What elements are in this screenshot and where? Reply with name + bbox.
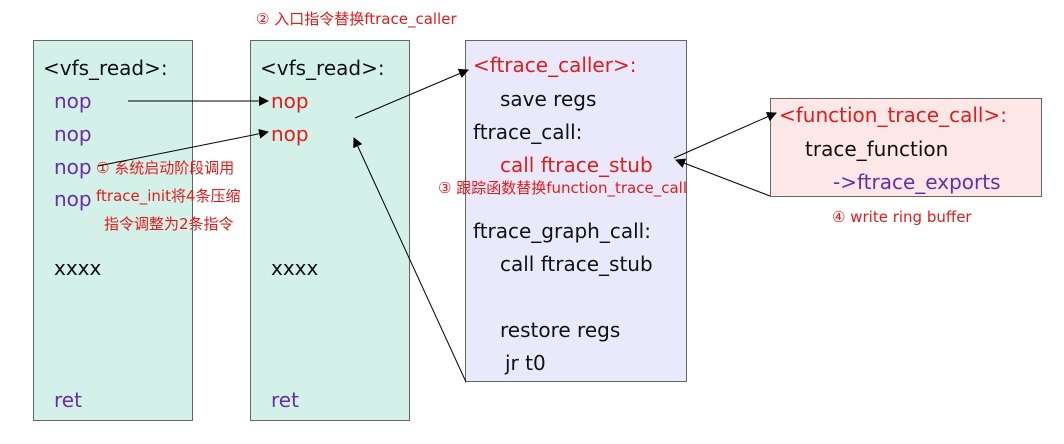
caller-save-regs: save regs (500, 87, 597, 111)
vfs-read-original-box (33, 40, 193, 421)
note-step-1-line-2: ftrace_init将4条压缩 (96, 187, 241, 205)
mid-box-title: <vfs_read>: (260, 56, 385, 80)
note-step-3: ③ 跟踪函数替换function_trace_call (438, 179, 687, 197)
note-step-4: ④ write ring buffer (832, 208, 972, 226)
arrow-nop3-to-patched-nop2 (97, 128, 269, 167)
note-step-2: ② 入口指令替换ftrace_caller (256, 10, 457, 28)
left-nop-4: nop (54, 187, 92, 211)
arrow-stub-to-trace-call (673, 112, 777, 159)
left-nop-2: nop (54, 122, 92, 146)
arrow-jr-return (353, 137, 467, 383)
left-box-title: <vfs_read>: (43, 56, 168, 80)
func-box-title: <function_trace_call>: (779, 103, 1007, 127)
caller-ftrace-call-label: ftrace_call: (473, 120, 583, 144)
left-nop-1: nop (54, 89, 92, 113)
caller-box-title: <ftrace_caller>: (473, 53, 637, 77)
note-step-1-line-3: 指令调整为2条指令 (104, 215, 234, 233)
arrow-patched-nop-to-caller (354, 68, 469, 119)
caller-graph-call-label: ftrace_graph_call: (473, 219, 651, 243)
left-ret: ret (54, 388, 82, 412)
note-step-1-line-1: ① 系统启动阶段调用 (96, 159, 235, 177)
caller-call-stub-2: call ftrace_stub (500, 252, 653, 276)
arrow-trace-call-to-stub (675, 158, 771, 197)
func-ftrace-exports: ->ftrace_exports (833, 170, 1001, 194)
vfs-read-patched-box (250, 40, 410, 421)
mid-xxxx: xxxx (271, 256, 319, 280)
mid-nop-2: nop (271, 122, 309, 146)
func-trace-function: trace_function (805, 137, 949, 161)
left-xxxx: xxxx (54, 256, 102, 280)
ftrace-caller-box (465, 40, 687, 382)
caller-call-stub-1: call ftrace_stub (500, 153, 653, 177)
mid-nop-1: nop (271, 89, 309, 113)
caller-restore-regs: restore regs (500, 318, 621, 342)
function-trace-call-box (770, 98, 1042, 197)
left-nop-3: nop (54, 155, 92, 179)
caller-jr-t0: jr t0 (505, 351, 546, 375)
mid-ret: ret (271, 388, 299, 412)
